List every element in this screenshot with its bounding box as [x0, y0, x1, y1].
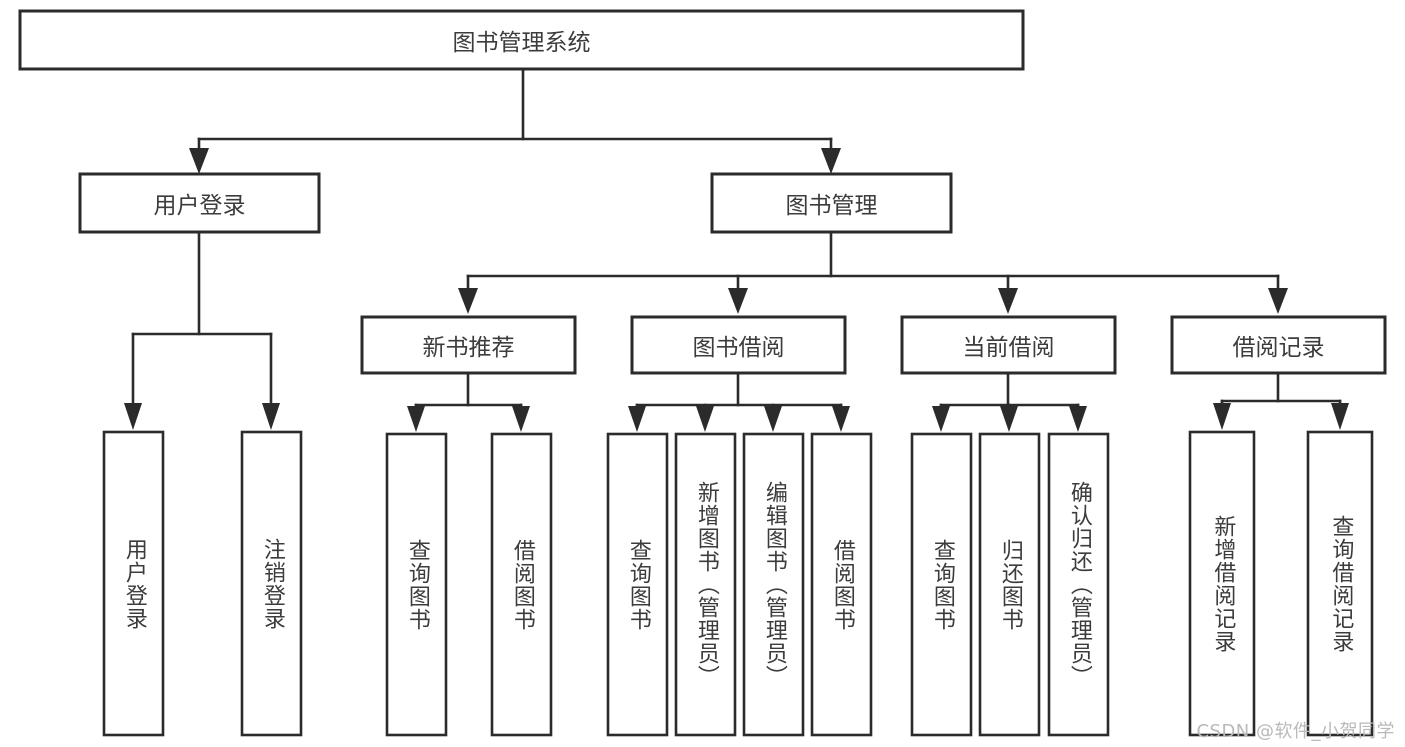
leaf-box-cb-3[interactable] [1047, 432, 1110, 737]
arrowhead-to-new-book-recommend [458, 288, 478, 314]
arrowhead-cb-leaf2 [1000, 406, 1018, 432]
arrowhead-bb-leaf3 [764, 406, 782, 432]
leaf-box-cb-2[interactable] [978, 432, 1041, 737]
leaf-box-bb-1[interactable] [606, 432, 669, 737]
leaf-box-nbr-2[interactable] [490, 432, 553, 737]
arrowhead-bb-leaf4 [832, 406, 850, 432]
node-current-borrow[interactable] [900, 315, 1117, 375]
leaf-box-cb-1[interactable] [910, 432, 973, 737]
arrowhead-cb-leaf3 [1069, 406, 1087, 432]
leaf-box-br-2[interactable] [1306, 430, 1374, 737]
node-new-book-recommend[interactable] [360, 315, 577, 375]
node-book-borrow[interactable] [630, 315, 847, 375]
arrowhead-user-login-leaf2 [262, 403, 280, 430]
leaf-box-bb-3[interactable] [742, 432, 805, 737]
arrowhead-to-user-login [189, 148, 209, 174]
node-borrow-record[interactable] [1170, 315, 1387, 375]
leaf-box-nbr-1[interactable] [385, 432, 448, 737]
arrowhead-to-borrow-record [1268, 288, 1288, 314]
arrowhead-br-leaf2 [1331, 403, 1349, 430]
node-user-login[interactable] [78, 172, 321, 234]
arrowhead-to-book-management [821, 148, 841, 174]
csdn-watermark: CSDN @软件_小贺同学 [1196, 721, 1395, 742]
arrowhead-user-login-leaf1 [124, 403, 142, 430]
leaf-box-bb-2[interactable] [674, 432, 737, 737]
arrowhead-bb-leaf2 [696, 406, 714, 432]
node-book-management[interactable] [710, 172, 953, 234]
leaf-box-user-login-1[interactable] [102, 430, 165, 737]
leaf-box-bb-4[interactable] [810, 432, 873, 737]
arrowhead-br-leaf1 [1213, 403, 1231, 430]
arrowhead-nbr-leaf2 [512, 406, 530, 432]
leaf-box-user-login-2[interactable] [240, 430, 303, 737]
leaf-box-br-1[interactable] [1188, 430, 1256, 737]
node-root-book-management-system[interactable] [18, 9, 1025, 71]
arrowhead-to-current-borrow [998, 288, 1018, 314]
arrowhead-bb-leaf1 [628, 406, 646, 432]
arrowhead-nbr-leaf1 [407, 406, 425, 432]
arrowhead-cb-leaf1 [932, 406, 950, 432]
arrowhead-to-book-borrow [728, 288, 748, 314]
